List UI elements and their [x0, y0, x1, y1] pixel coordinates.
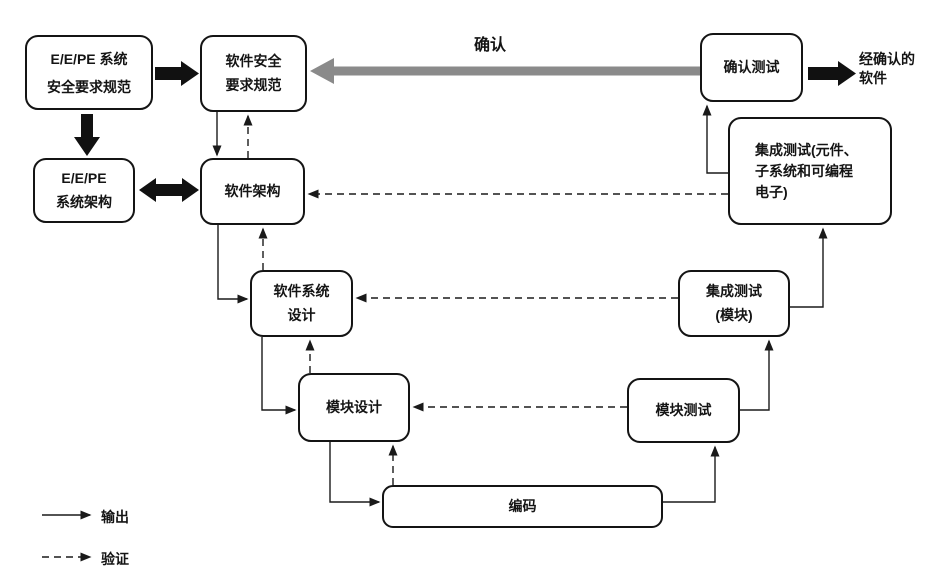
connector-integmod-to-integpe — [790, 227, 828, 308]
box-integration-testing-module: 集成测试 (模块) — [678, 270, 790, 337]
validated-software-label: 经确认的 软件 — [859, 51, 915, 86]
box-validation-testing: 确认测试 — [700, 33, 803, 102]
connector-modtest-to-integmod — [740, 339, 774, 411]
connector-swarch-to-swsysdesign — [217, 225, 249, 304]
box-eepe-system-safety-requirements: E/E/PE 系统 安全要求规范 — [25, 35, 153, 110]
block-arrow-eepereq-to-swreq — [155, 61, 199, 86]
box-software-system-design: 软件系统 设计 — [250, 270, 353, 337]
box-eepe-system-architecture: E/E/PE 系统架构 — [33, 158, 135, 223]
box-module-design: 模块设计 — [298, 373, 410, 442]
block-arrow-eepearch-swarch-bidirectional — [139, 178, 199, 202]
box-integration-testing-pe: 集成测试(元件、 子系统和可编程 电子) — [728, 117, 892, 225]
connector-coding-to-modtest — [663, 445, 720, 503]
connector-swsysdesign-to-moddesign — [261, 337, 297, 415]
connector-moddesign-to-coding — [329, 442, 381, 507]
block-arrow-valtest-to-validated-software — [808, 61, 856, 86]
validation-arrow — [310, 58, 700, 84]
box-coding: 编码 — [382, 485, 663, 528]
box-software-safety-requirements: 软件安全 要求规范 — [200, 35, 307, 112]
box-module-testing: 模块测试 — [627, 378, 740, 443]
box-software-architecture: 软件架构 — [200, 158, 305, 225]
connector-integpe-to-valtest — [702, 104, 728, 174]
block-arrow-eepereq-to-eepearch — [74, 114, 100, 156]
validation-arrow-label: 确认 — [473, 37, 506, 54]
legend-output-label: 输出 — [101, 509, 129, 525]
legend-verification-label: 验证 — [101, 551, 129, 567]
